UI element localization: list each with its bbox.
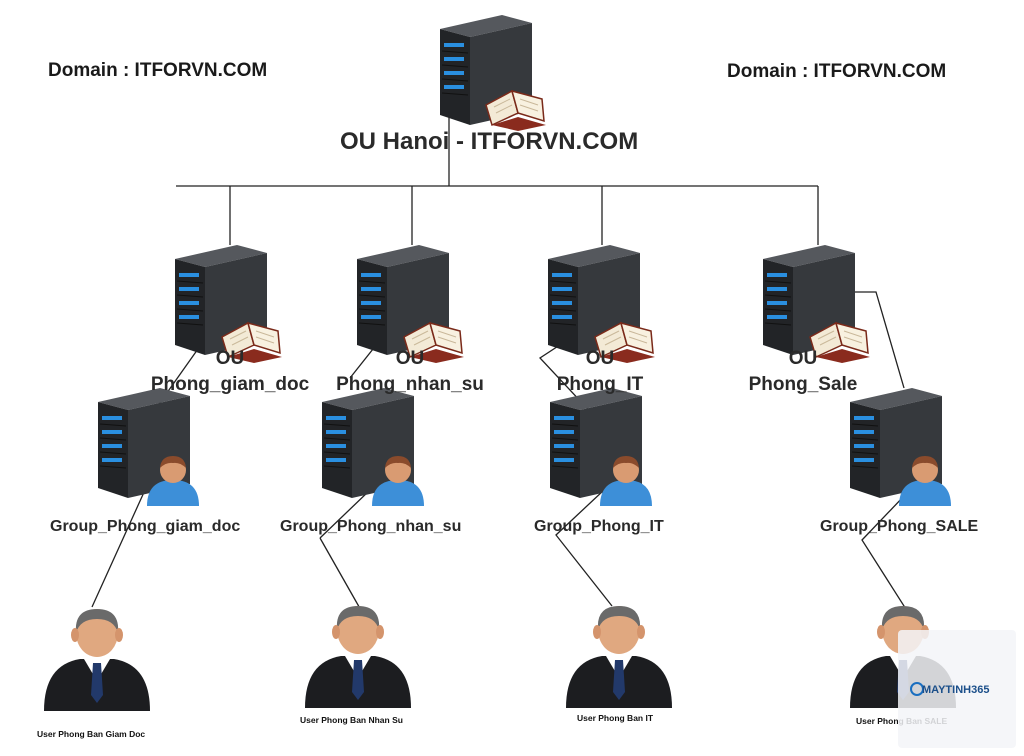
ou-label-1-line1: OU [215,348,245,369]
user-label-2: User Phong Ban Nhan Su [300,715,403,725]
watermark-logo: MAYTINH365 [898,630,1016,748]
domain-label-left: Domain : ITFORVN.COM [48,60,268,81]
user-person-1 [44,609,150,711]
ou-label-3-line1: OU [585,348,615,369]
ou-label-2: OU Phong_nhan_su [310,346,510,398]
ou-label-1: OU Phong_giam_doc [130,346,330,398]
link-group1-user1 [91,489,146,608]
group-label-3: Group_Phong_IT [534,518,664,535]
user-person-3 [566,606,672,708]
watermark-text: MAYTINH365 [922,684,990,696]
ou-label-3-line2: Phong_IT [556,374,644,395]
ou-label-4-line2: Phong_Sale [748,374,858,395]
group-server-1 [97,387,199,506]
user-person-2 [305,606,411,708]
user-label-1: User Phong Ban Giam Doc [37,729,146,739]
group-label-4: Group_Phong_SALE [820,518,979,535]
link-group3-user3 [555,489,613,607]
ou-label-4: OU Phong_Sale [703,346,903,398]
ou-label-4-line1: OU [788,348,818,369]
group-label-1: Group_Phong_giam_doc [50,518,241,535]
ou-label-3: OU Phong_IT [500,346,700,398]
ou-label-1-line2: Phong_giam_doc [150,374,310,395]
link-group4-user4 [861,493,919,629]
ou-label-2-line1: OU [395,348,425,369]
user-label-3: User Phong Ban IT [577,713,654,723]
link-group2-user2 [319,489,371,539]
root-ou-title: OU Hanoi - ITFORVN.COM [340,128,639,155]
ou-label-2-line2: Phong_nhan_su [336,374,484,395]
link-group2-user2b [319,537,363,613]
group-server-2 [321,387,424,506]
monitor-logo-icon [910,682,924,696]
root-server [439,14,547,132]
group-label-2: Group_Phong_nhan_su [280,518,462,535]
group-server-4 [849,387,951,506]
domain-label-right: Domain : ITFORVN.COM [727,61,947,82]
group-server-3 [549,387,652,506]
